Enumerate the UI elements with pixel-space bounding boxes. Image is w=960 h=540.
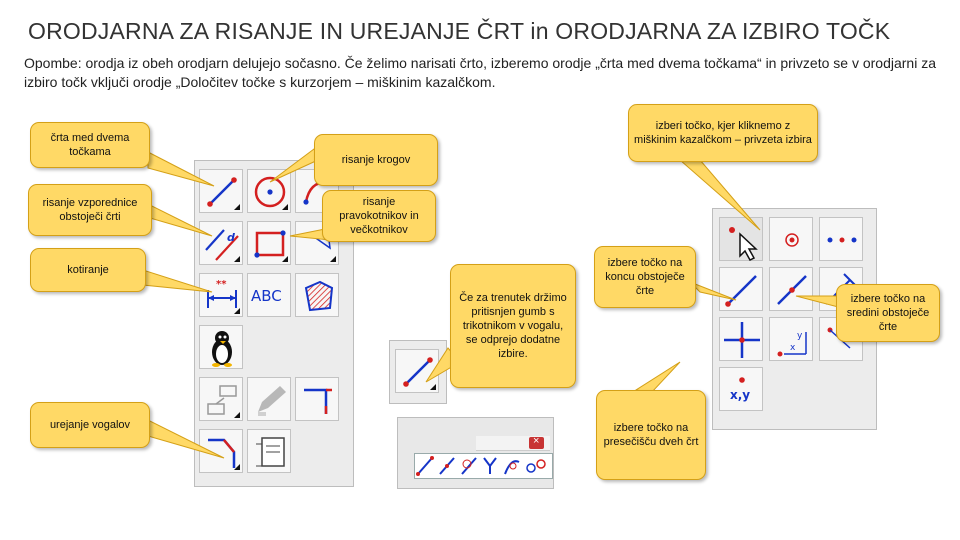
- callout-parallel: risanje vzporednice obstoječi črti: [28, 184, 152, 236]
- snap-coordinate-tool[interactable]: x,y: [719, 367, 763, 411]
- parallel-line-tool[interactable]: d: [199, 221, 243, 265]
- penguin-tool[interactable]: [199, 325, 243, 369]
- curve-option-icon: [504, 460, 520, 475]
- more-options-indicator: [330, 256, 336, 262]
- points-icon: [827, 237, 857, 243]
- move-copy-tool[interactable]: [199, 377, 243, 421]
- info-tool[interactable]: [247, 429, 291, 473]
- notes-paragraph: Opombe: orodja iz obeh orodjarn delujejo…: [24, 55, 936, 90]
- rectangle-tool[interactable]: [247, 221, 291, 265]
- near-point-icon: [785, 233, 799, 247]
- text-tool[interactable]: ABC: [247, 273, 291, 317]
- coordinate-label: x,y: [730, 388, 751, 402]
- intersection-icon: [724, 322, 760, 358]
- cursor-arrow-icon: [729, 227, 758, 261]
- popup-close-button[interactable]: ×: [529, 435, 544, 449]
- extra-options-popup: ×: [397, 417, 554, 489]
- more-options-indicator: [234, 412, 240, 418]
- move-copy-icon: [207, 385, 237, 415]
- callout-circles: risanje krogov: [314, 134, 438, 186]
- rectangle-icon: [254, 230, 286, 258]
- snap-end-point-tool[interactable]: [719, 267, 763, 311]
- dimension-tool[interactable]: **: [199, 273, 243, 317]
- circle-tool[interactable]: [247, 169, 291, 213]
- relative-point-icon: xy: [777, 331, 807, 357]
- end-point-icon: [725, 275, 757, 307]
- snap-near-point-tool[interactable]: [769, 217, 813, 261]
- fillet-tool[interactable]: [199, 429, 243, 473]
- page-title: ORODJARNA ZA RISANJE IN UREJANJE ČRT in …: [28, 18, 891, 44]
- more-options-indicator: [234, 204, 240, 210]
- more-options-indicator: [234, 256, 240, 262]
- dimension-symbol: **: [216, 279, 227, 290]
- callout-dimensioning: kotiranje: [30, 248, 146, 292]
- info-icon: [256, 437, 285, 467]
- more-options-indicator: [282, 204, 288, 210]
- parallel-symbol: d: [227, 231, 235, 244]
- parallel-line-icon: [205, 229, 239, 261]
- pencil-icon: [258, 386, 286, 416]
- popup-options-icons: [416, 456, 546, 476]
- corner-tool[interactable]: [295, 377, 339, 421]
- svg-text:y: y: [797, 331, 803, 341]
- line-option-icon: [416, 456, 434, 476]
- hold-button-example: [389, 340, 447, 404]
- callout-line-two-points: črta med dvema točkama: [30, 122, 150, 168]
- hatch-icon: [304, 280, 334, 312]
- popup-options-strip: [414, 453, 553, 479]
- callout-corners: urejanje vogalov: [30, 402, 150, 448]
- coordinate-point-icon: [739, 377, 745, 383]
- mid-point-icon: [777, 275, 807, 305]
- snap-points-tool[interactable]: [819, 217, 863, 261]
- corner-icon: [304, 388, 332, 414]
- callout-hold-button: Če za trenutek držimo pritisnjen gumb s …: [450, 264, 576, 388]
- callout-mid-point: izbere točko na sredini obstoječe črte: [836, 284, 940, 342]
- more-options-indicator: [430, 384, 436, 390]
- callout-end-point: izbere točko na koncu obstoječe črte: [594, 246, 696, 308]
- callout-pick-point: izberi točko, kjer kliknemo z miškinim k…: [628, 104, 818, 162]
- line-two-points-tool[interactable]: [395, 349, 439, 393]
- more-options-indicator: [234, 308, 240, 314]
- svg-text:x: x: [790, 343, 796, 353]
- circles-option-icon: [526, 459, 546, 473]
- tangent-option-icon: [461, 457, 477, 475]
- penguin-icon: [212, 331, 232, 367]
- snap-intersection-tool[interactable]: [719, 317, 763, 361]
- close-icon: ×: [533, 435, 540, 447]
- text-tool-label: ABC: [251, 287, 282, 305]
- line-two-points-tool[interactable]: [199, 169, 243, 213]
- callout-intersection: izbere točko na presečišču dveh črt: [596, 390, 706, 480]
- hatch-tool[interactable]: [295, 273, 339, 317]
- snap-mid-point-tool[interactable]: [769, 267, 813, 311]
- dimension-icon: [207, 290, 237, 308]
- more-options-indicator: [282, 256, 288, 262]
- pointer-intersection: [634, 361, 681, 393]
- more-options-indicator: [234, 464, 240, 470]
- y-option-icon: [483, 457, 497, 474]
- angle-line-option-icon: [439, 457, 455, 475]
- callout-rectangles: risanje pravokotnikov in večkotnikov: [322, 190, 436, 242]
- snap-cursor-tool[interactable]: [719, 217, 763, 261]
- pencil-tool[interactable]: [247, 377, 291, 421]
